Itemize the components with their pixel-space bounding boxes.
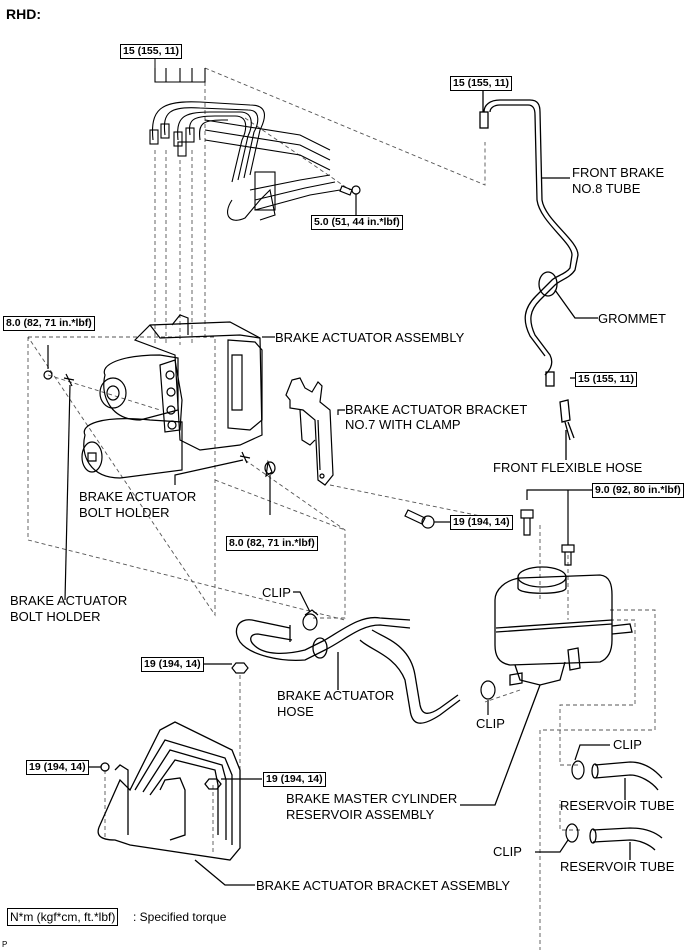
- torque-label-bracket-nut: 8.0 (82, 71 in.*lbf): [226, 536, 318, 551]
- torque-label-front-tube-bottom: 15 (155, 11): [575, 372, 638, 387]
- brake-actuator-hose: [235, 616, 461, 724]
- label-clip-hose-lower: CLIP: [476, 716, 505, 731]
- label-bolt-holder-a-line1: BRAKE ACTUATOR: [79, 489, 197, 504]
- label-reservoir-tube-lower: RESERVOIR TUBE: [560, 859, 675, 874]
- torque-label-front-tube-top: 15 (155, 11): [450, 76, 513, 91]
- label-bolt-holder-b-line2: BOLT HOLDER: [10, 609, 101, 624]
- torque-label-reservoir-bolts: 9.0 (92, 80 in.*lbf): [592, 483, 684, 498]
- bolt-19-mid: [404, 509, 450, 529]
- label-grommet: GROMMET: [598, 311, 666, 326]
- label-bracket-assembly: BRAKE ACTUATOR BRACKET ASSEMBLY: [256, 878, 511, 893]
- torque-label-actuator-nut: 8.0 (82, 71 in.*lbf): [3, 316, 95, 331]
- label-bracket-no7-line2: NO.7 WITH CLAMP: [345, 417, 461, 432]
- label-reservoir-tube-upper: RESERVOIR TUBE: [560, 798, 675, 813]
- label-reservoir-line2: RESERVOIR ASSEMBLY: [286, 807, 435, 822]
- label-front-brake-tube-line2: NO.8 TUBE: [572, 181, 641, 196]
- torque-label-nut-right: 19 (194, 14): [263, 772, 326, 787]
- label-bracket-no7-line1: BRAKE ACTUATOR BRACKET: [345, 402, 528, 417]
- label-actuator-hose-line2: HOSE: [277, 704, 314, 719]
- brake-actuator-assembly: [43, 314, 276, 601]
- label-front-brake-tube-line1: FRONT BRAKE: [572, 165, 665, 180]
- label-clip-hose-upper: CLIP: [262, 585, 291, 600]
- torque-label-nut-left: 19 (194, 14): [26, 760, 89, 775]
- label-actuator-hose-line1: BRAKE ACTUATOR: [277, 688, 395, 703]
- nut-19-upper: [200, 662, 249, 674]
- label-bolt-holder-b-line1: BRAKE ACTUATOR: [10, 593, 128, 608]
- torque-label-bracket-bolt: 19 (194, 14): [450, 515, 513, 530]
- bracket-no7: [285, 377, 345, 486]
- reservoir-tubes: [589, 761, 663, 860]
- label-front-flexible-hose: FRONT FLEXIBLE HOSE: [493, 460, 643, 475]
- torque-label-tube-bundle: 15 (155, 11): [120, 44, 183, 59]
- label-bolt-holder-a-line2: BOLT HOLDER: [79, 505, 170, 520]
- legend-unit-box: N*m (kgf*cm, ft.*lbf): [7, 908, 119, 926]
- master-cylinder-reservoir: [460, 566, 633, 806]
- corner-mark: P: [2, 940, 8, 949]
- clips: [293, 591, 610, 853]
- bracket-assembly: [70, 721, 262, 886]
- alignment-lines: [27, 67, 656, 950]
- legend-description: : Specified torque: [133, 910, 227, 924]
- bolt-5-0: [339, 185, 361, 215]
- label-reservoir-line1: BRAKE MASTER CYLINDER: [286, 791, 458, 806]
- torque-label-tube-bolt: 5.0 (51, 44 in.*lbf): [311, 215, 403, 230]
- variant-title: RHD:: [6, 6, 41, 22]
- label-brake-actuator-assembly: BRAKE ACTUATOR ASSEMBLY: [275, 330, 465, 345]
- label-clip-reservoir-lower: CLIP: [493, 844, 522, 859]
- brake-tubes-bundle: [149, 68, 341, 221]
- bolts-9-0: [520, 489, 592, 566]
- torque-label-nut-upper: 19 (194, 14): [141, 657, 204, 672]
- label-clip-reservoir-upper: CLIP: [613, 737, 642, 752]
